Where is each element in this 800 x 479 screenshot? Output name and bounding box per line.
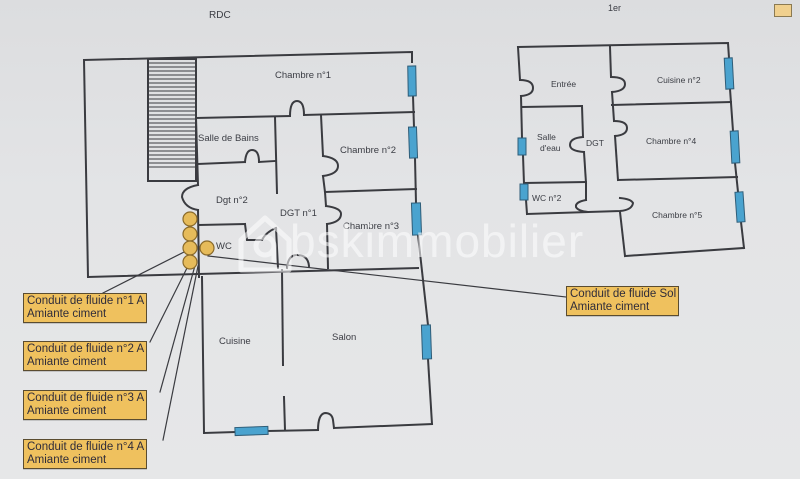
callout-title: Conduit de fluide n°2 A xyxy=(27,343,145,355)
room-chambre-5: Chambre n°5 xyxy=(652,210,703,220)
room-chambre-1: Chambre n°1 xyxy=(275,70,332,81)
callout-title: Conduit de fluide Sol xyxy=(570,288,677,300)
callout-conduit-1: Conduit de fluide n°1 A Amiante ciment xyxy=(23,293,148,323)
callout-material: Amiante ciment xyxy=(570,301,650,313)
room-salon: Salon xyxy=(332,332,357,343)
floor-title-first: 1er xyxy=(608,3,622,13)
room-dgt-2: Dgt n°2 xyxy=(216,195,248,206)
callout-conduit-sol: Conduit de fluide Sol Amiante ciment xyxy=(566,286,680,316)
room-dgt-1: DGT n°1 xyxy=(280,208,317,219)
room-entree: Entrée xyxy=(551,79,577,89)
room-salle-eau-line2: d'eau xyxy=(540,143,561,153)
callout-title: Conduit de fluide n°4 A xyxy=(27,441,145,453)
callout-conduit-3: Conduit de fluide n°3 A Amiante ciment xyxy=(23,390,148,420)
room-wc-2: WC n°2 xyxy=(532,193,562,203)
callout-conduit-4: Conduit de fluide n°4 A Amiante ciment xyxy=(23,439,148,469)
room-salle-de-bains: Salle de Bains xyxy=(198,133,259,144)
callout-material: Amiante ciment xyxy=(27,454,107,466)
room-salle-eau-line1: Salle xyxy=(537,132,556,142)
room-chambre-3: Chambre n°3 xyxy=(343,221,400,232)
room-chambre-2: Chambre n°2 xyxy=(340,145,397,156)
room-cuisine: Cuisine xyxy=(219,336,251,347)
floor-title-ground: RDC xyxy=(209,10,231,21)
room-wc: WC xyxy=(216,241,232,252)
callout-title: Conduit de fluide n°1 A xyxy=(27,295,145,307)
legend-swatch xyxy=(774,4,792,17)
room-cuisine-2: Cuisine n°2 xyxy=(657,75,701,85)
callout-material: Amiante ciment xyxy=(27,308,107,320)
callout-conduit-2: Conduit de fluide n°2 A Amiante ciment xyxy=(23,341,148,371)
room-dgt: DGT xyxy=(586,138,604,148)
room-chambre-4: Chambre n°4 xyxy=(646,136,697,146)
callout-material: Amiante ciment xyxy=(27,405,107,417)
callout-material: Amiante ciment xyxy=(27,356,107,368)
callout-title: Conduit de fluide n°3 A xyxy=(27,392,145,404)
